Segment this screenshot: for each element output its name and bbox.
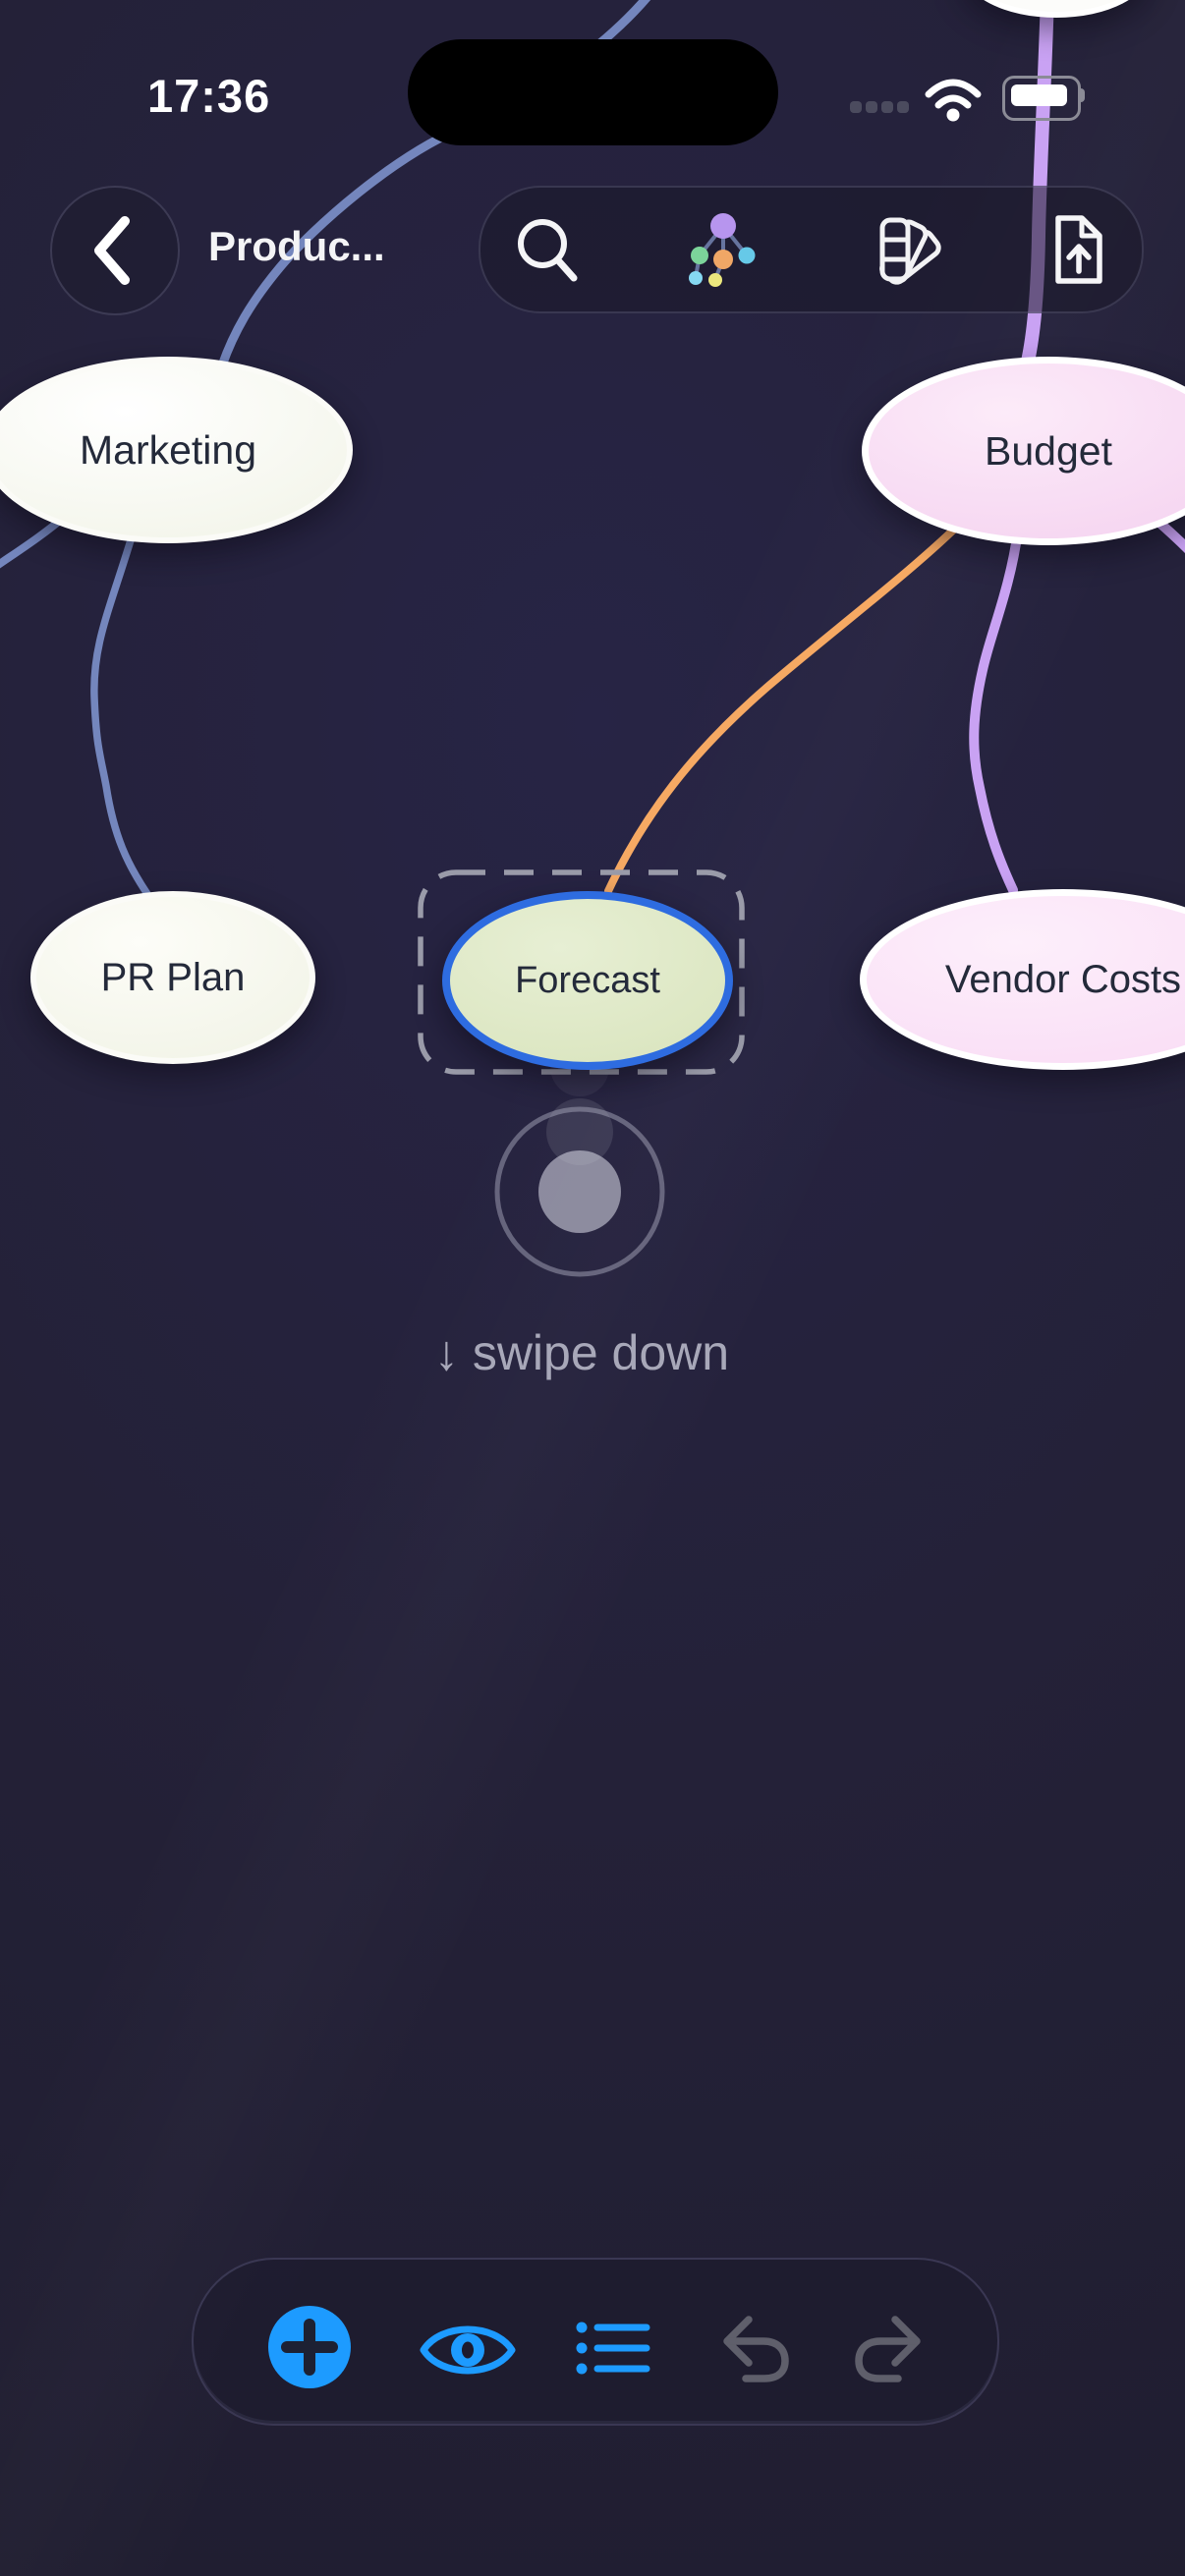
edge-marketing-prplan bbox=[90, 527, 151, 898]
search-icon[interactable] bbox=[509, 212, 584, 287]
gesture-touch-circle bbox=[538, 1150, 621, 1233]
view-eye-button[interactable] bbox=[419, 2301, 517, 2399]
dynamic-island bbox=[408, 39, 778, 145]
edge-budget-forecast bbox=[604, 515, 969, 895]
cellular-dot-icon bbox=[881, 101, 893, 113]
undo-button[interactable] bbox=[705, 2301, 804, 2399]
node-marketing[interactable]: Marketing bbox=[0, 357, 353, 543]
node-label: Vendor Costs bbox=[944, 957, 1182, 1001]
node-label: Forecast bbox=[515, 959, 660, 1001]
node-forecast-selected[interactable]: Forecast bbox=[442, 891, 733, 1070]
node-label: PR Plan bbox=[100, 955, 246, 999]
add-node-button[interactable] bbox=[260, 2298, 359, 2396]
edge-budget-vendor bbox=[969, 526, 1023, 895]
node-vendor-costs[interactable]: Vendor Costs bbox=[860, 889, 1185, 1070]
cellular-dot-icon bbox=[897, 101, 909, 113]
color-swatches-icon[interactable] bbox=[869, 212, 943, 287]
bottom-toolbar bbox=[192, 2258, 999, 2426]
swipe-down-hint: ↓ swipe down bbox=[433, 1325, 730, 1380]
gesture-ring bbox=[494, 1106, 665, 1277]
battery-fill bbox=[1011, 84, 1067, 106]
back-button[interactable] bbox=[50, 186, 180, 315]
redo-button[interactable] bbox=[840, 2301, 938, 2399]
node-pr-plan[interactable]: PR Plan bbox=[30, 891, 315, 1064]
wifi-icon bbox=[925, 79, 982, 122]
selection-outline bbox=[418, 869, 745, 1075]
node-style-icon[interactable] bbox=[686, 212, 761, 287]
gesture-trail-circle bbox=[546, 1098, 613, 1165]
export-document-icon[interactable] bbox=[1037, 212, 1111, 287]
outline-list-button[interactable] bbox=[568, 2299, 666, 2397]
document-title: Produc... bbox=[208, 223, 385, 269]
status-time: 17:36 bbox=[147, 70, 271, 122]
cellular-dot-icon bbox=[850, 101, 862, 113]
nav-actions-pill bbox=[479, 186, 1144, 313]
cellular-dot-icon bbox=[866, 101, 877, 113]
node-label: Marketing bbox=[79, 426, 256, 473]
chevron-left-icon bbox=[94, 216, 130, 285]
battery-nub bbox=[1079, 88, 1085, 102]
node-label: Budget bbox=[985, 427, 1112, 474]
node-budget[interactable]: Budget bbox=[862, 357, 1185, 545]
